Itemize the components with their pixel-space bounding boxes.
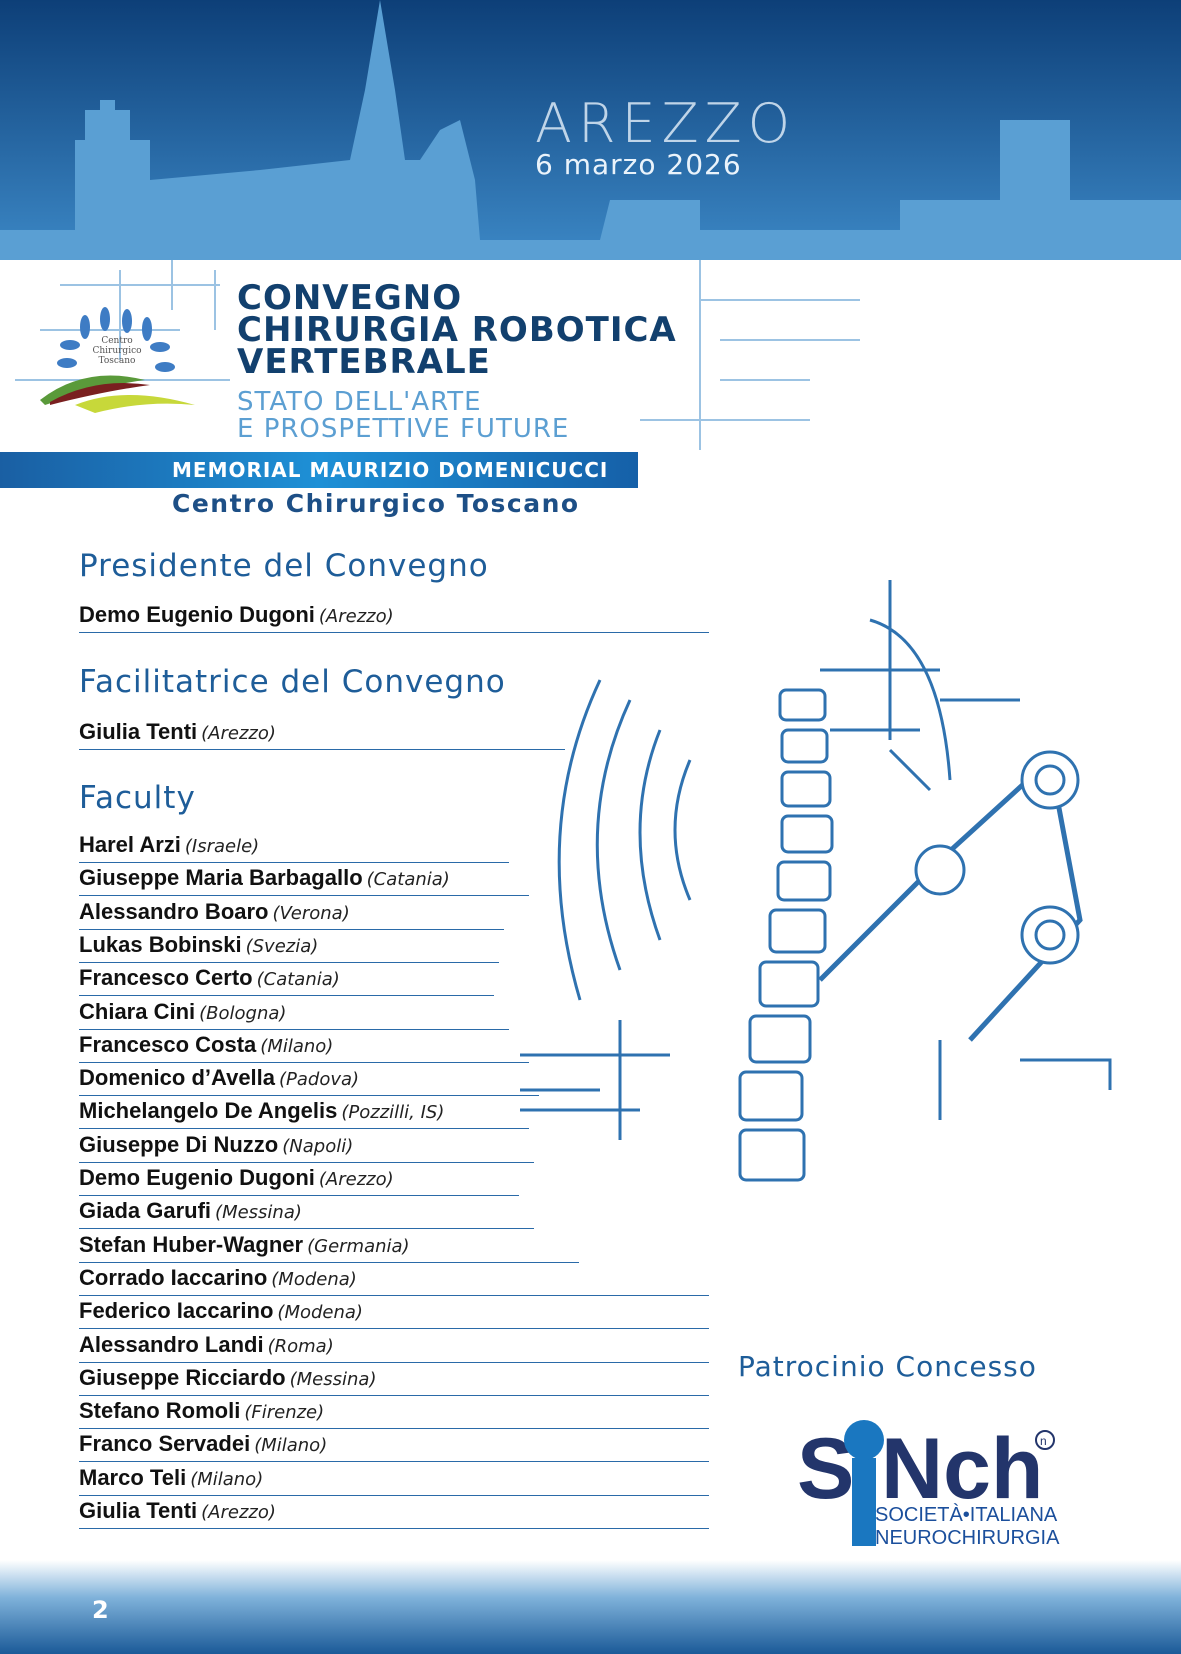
- event-city: AREZZO: [535, 92, 797, 155]
- person-place: (Messina): [289, 1368, 377, 1390]
- person-place: (Bologna): [199, 1002, 287, 1024]
- person-place: (Catania): [366, 869, 450, 891]
- subtitle-line-2: E PROSPETTIVE FUTURE: [237, 414, 570, 444]
- person-place: (Arezzo): [318, 606, 394, 627]
- facilitator-heading: Facilitatrice del Convegno: [79, 664, 506, 700]
- svg-text:Chirurgico: Chirurgico: [92, 346, 141, 356]
- faculty-row: Federico Iaccarino(Modena): [79, 1296, 709, 1330]
- person-name: Alessandro Boaro: [79, 898, 269, 924]
- sinch-logo: S Nch n SOCIETÀ•ITALIANA NEUROCHIRURGIA: [797, 1420, 1060, 1548]
- person-name: Demo Eugenio Dugoni: [79, 602, 315, 627]
- president-heading: Presidente del Convegno: [79, 548, 489, 584]
- person-place: (Milano): [260, 1035, 334, 1057]
- person-name: Stefano Romoli: [79, 1398, 241, 1424]
- person-place: (Messina): [215, 1202, 302, 1224]
- person-name: Marco Teli: [79, 1464, 187, 1490]
- organizer-name: Centro Chirurgico Toscano: [172, 489, 580, 518]
- svg-text:NEUROCHIRURGIA: NEUROCHIRURGIA: [875, 1527, 1060, 1548]
- person-name: Harel Arzi: [79, 832, 181, 857]
- person-place: (Arezzo): [201, 723, 276, 744]
- faculty-row: Franco Servadei(Milano): [79, 1429, 709, 1463]
- person-name: Giulia Tenti: [79, 719, 198, 744]
- faculty-row: Francesco Costa(Milano): [79, 1030, 529, 1063]
- person-place: (Pozzilli, IS): [341, 1102, 445, 1124]
- person-place: (Firenze): [244, 1402, 325, 1424]
- faculty-row: Alessandro Landi(Roma): [79, 1330, 709, 1363]
- person-place: (Germania): [307, 1235, 410, 1257]
- faculty-row: Giuseppe Ricciardo(Messina): [79, 1363, 709, 1396]
- person-place: (Catania): [256, 969, 340, 991]
- page-number: 2: [92, 1596, 109, 1624]
- title-line-1: CONVEGNO: [237, 278, 463, 318]
- centro-chirurgico-toscano-logo: Centro Chirurgico Toscano: [40, 307, 195, 413]
- person-name: Giuseppe Maria Barbagallo: [79, 865, 363, 891]
- svg-text:Centro: Centro: [101, 336, 132, 346]
- person-name: Domenico d’Avella: [79, 1065, 276, 1091]
- faculty-row: Giuseppe Di Nuzzo(Napoli): [79, 1130, 534, 1163]
- faculty-row: Stefano Romoli(Firenze): [79, 1396, 709, 1430]
- header-skyline: [0, 0, 1181, 260]
- svg-text:n: n: [1040, 1434, 1047, 1448]
- person-place: (Padova): [279, 1069, 360, 1091]
- person-place: (Napoli): [282, 1135, 354, 1157]
- title-line-2: CHIRURGIA ROBOTICA: [237, 310, 677, 350]
- person-place: (Modena): [271, 1268, 357, 1290]
- faculty-row: Chiara Cini(Bologna): [79, 997, 509, 1030]
- person-name: Francesco Costa: [79, 1031, 257, 1057]
- person-name: Stefan Huber-Wagner: [79, 1231, 304, 1257]
- president-row: Demo Eugenio Dugoni(Arezzo): [79, 600, 709, 633]
- person-name: Alessandro Landi: [79, 1331, 264, 1357]
- person-place: (Modena): [277, 1302, 363, 1324]
- subtitle-line-1: STATO DELL'ARTE: [237, 387, 482, 417]
- svg-text:SOCIETÀ•ITALIANA: SOCIETÀ•ITALIANA: [875, 1503, 1058, 1526]
- title-line-3: VERTEBRALE: [237, 342, 491, 382]
- person-place: (Milano): [190, 1468, 264, 1490]
- faculty-heading: Faculty: [79, 780, 196, 816]
- faculty-row: Lukas Bobinski(Svezia): [79, 930, 499, 963]
- person-name: Giulia Tenti: [79, 1498, 198, 1523]
- person-name: Giada Garufi: [79, 1198, 212, 1224]
- faculty-row: Harel Arzi(Israele): [79, 830, 509, 863]
- faculty-row: Domenico d’Avella(Padova): [79, 1063, 539, 1097]
- person-name: Demo Eugenio Dugoni: [79, 1165, 315, 1190]
- person-place: (Arezzo): [201, 1502, 276, 1523]
- person-name: Michelangelo De Angelis: [79, 1098, 338, 1124]
- faculty-row: Stefan Huber-Wagner(Germania): [79, 1230, 579, 1263]
- svg-text:Nch: Nch: [881, 1421, 1043, 1517]
- person-name: Francesco Certo: [79, 965, 253, 991]
- faculty-row: Francesco Certo(Catania): [79, 963, 494, 997]
- event-date: 6 marzo 2026: [535, 148, 742, 181]
- person-name: Giuseppe Ricciardo: [79, 1364, 286, 1390]
- memorial-banner: MEMORIAL MAURIZIO DOMENICUCCI: [0, 452, 638, 488]
- robotic-spine-illustration: [520, 580, 1112, 1182]
- person-place: (Roma): [267, 1335, 334, 1357]
- person-name: Lukas Bobinski: [79, 931, 242, 957]
- faculty-row: Giulia Tenti(Arezzo): [79, 1496, 709, 1529]
- faculty-row: Giuseppe Maria Barbagallo(Catania): [79, 863, 529, 897]
- person-name: Corrado Iaccarino: [79, 1264, 268, 1290]
- faculty-row: Giada Garufi(Messina): [79, 1196, 534, 1230]
- faculty-row: Alessandro Boaro(Verona): [79, 897, 504, 930]
- faculty-row: Corrado Iaccarino(Modena): [79, 1263, 709, 1296]
- faculty-row: Marco Teli(Milano): [79, 1463, 709, 1496]
- person-name: Giuseppe Di Nuzzo: [79, 1131, 279, 1157]
- faculty-row: Demo Eugenio Dugoni(Arezzo): [79, 1163, 519, 1196]
- person-place: (Israele): [184, 836, 260, 857]
- person-place: (Verona): [272, 902, 350, 924]
- person-place: (Svezia): [245, 935, 319, 957]
- patronage-heading: Patrocinio Concesso: [738, 1350, 1037, 1383]
- person-name: Federico Iaccarino: [79, 1298, 274, 1324]
- faculty-row: Michelangelo De Angelis(Pozzilli, IS): [79, 1096, 529, 1130]
- facilitator-row: Giulia Tenti(Arezzo): [79, 717, 565, 750]
- svg-text:Toscano: Toscano: [99, 356, 136, 366]
- person-place: (Arezzo): [318, 1169, 394, 1190]
- person-place: (Milano): [254, 1435, 328, 1457]
- footer-band: [0, 1560, 1181, 1654]
- person-name: Chiara Cini: [79, 998, 196, 1024]
- person-name: Franco Servadei: [79, 1431, 251, 1457]
